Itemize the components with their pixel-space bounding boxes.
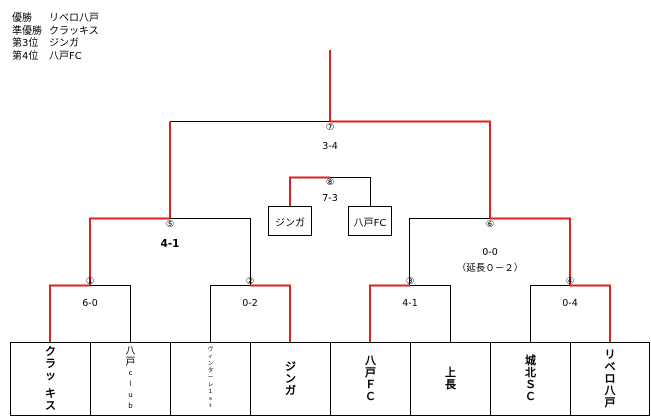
team-char: タ [207, 368, 214, 374]
team-char: 戸 [604, 395, 616, 409]
team-cell-johoku-sc: 城 北 Ｓ Ｃ [491, 342, 570, 415]
team-char: Ｆ [365, 377, 376, 391]
team-char: Ｃ [365, 389, 376, 403]
team-char: ク [45, 344, 56, 358]
match-2-score: 0-2 [242, 298, 258, 309]
standing-label: 第3位 [12, 38, 39, 49]
standing-team: ジンガ [49, 38, 79, 49]
match-6-score: 0-0 [482, 247, 498, 258]
match-6-note: （延長０－２） [456, 263, 524, 274]
match-5-number: ⑤ [165, 219, 175, 230]
bracket-winner-lines [49, 50, 611, 342]
team-char: ガ [285, 383, 296, 397]
team-char: 長 [445, 377, 456, 391]
team-char: l [129, 379, 132, 388]
team-char: 戸 [125, 356, 136, 368]
team-cell-hachinohe-fc: 八 戸 Ｆ Ｃ [331, 342, 410, 415]
third-place-left-label: ジンガ [275, 217, 305, 229]
team-char: リ [604, 347, 616, 361]
match-7-score: 3-4 [322, 141, 338, 152]
team-char: u [128, 390, 133, 399]
match-1-score: 6-0 [82, 298, 98, 309]
standing-row: 第3位ジンガ [12, 38, 99, 51]
team-cell-clackis: ク ラ ッ キ ス [11, 342, 90, 415]
team-cell-jinga: ジ ン ガ [251, 342, 330, 415]
match-8-number: ⑧ [325, 177, 335, 188]
team-char: 北 [525, 365, 536, 379]
team-char: ベ [604, 359, 616, 373]
team-char: ィ [207, 354, 214, 360]
team-char: ン [207, 361, 214, 367]
team-char: 八 [365, 353, 376, 367]
match-3-number: ③ [405, 276, 415, 287]
team-cell-libero-hachinohe: リ ベ ロ 八 戸 [571, 342, 649, 415]
match-6-number: ⑥ [485, 219, 495, 230]
match-5-score: 4-1 [160, 238, 180, 250]
match-3-score: 4-1 [402, 298, 418, 309]
team-char: ン [285, 371, 296, 385]
team-char: 上 [445, 365, 456, 379]
team-cell-vinterre: ヴ ィ ン タ ー レ 1 s t [171, 342, 250, 415]
team-char: ッ [45, 368, 56, 382]
team-char: b [128, 401, 133, 410]
standing-label: 優勝 [12, 13, 32, 24]
team-char: ラ [45, 356, 56, 370]
standing-row: 第4位八戸FC [12, 51, 99, 64]
match-4-number: ④ [565, 276, 575, 287]
team-char: レ [207, 382, 214, 388]
match-7-number: ⑦ [325, 122, 335, 133]
team-char: 1 [208, 389, 213, 395]
team-char: s [209, 396, 212, 402]
team-char: Ｃ [525, 389, 536, 403]
match-2-number: ② [245, 276, 255, 287]
team-char: Ｓ [525, 377, 536, 391]
third-place-right-label: 八戸FC [353, 217, 387, 229]
team-char: 城 [525, 353, 536, 367]
match-4-score: 0-4 [562, 298, 578, 309]
standing-label: 第4位 [12, 50, 39, 62]
standing-label: 準優勝 [12, 25, 42, 37]
match-1-number: ① [85, 276, 95, 287]
team-char: ス [45, 398, 56, 412]
team-char: t [209, 403, 212, 409]
team-char: ロ [604, 371, 616, 385]
match-8-score: 7-3 [322, 193, 338, 204]
team-cell-hachinohe-club: 八 戸 c l u b [91, 342, 170, 415]
team-char: 八 [604, 383, 616, 397]
standing-team: 八戸FC [49, 50, 82, 62]
standing-row: 優勝 リベロ八戸 [12, 13, 99, 26]
team-char: 戸 [365, 365, 376, 379]
team-char: c [128, 368, 133, 377]
standing-row: 準優勝クラッキス [12, 26, 99, 39]
third-place-team-right: 八戸FC [348, 206, 392, 236]
team-char: ー [207, 375, 214, 381]
team-char: ジ [285, 359, 296, 373]
standing-team: クラッキス [49, 25, 99, 37]
third-place-team-left: ジンガ [268, 206, 312, 236]
team-cell-kaminaga: 上 長 [411, 342, 490, 415]
final-standings: 優勝 リベロ八戸 準優勝クラッキス 第3位ジンガ 第4位八戸FC [12, 13, 99, 63]
standing-team: リベロ八戸 [49, 13, 99, 24]
team-char: ヴ [207, 347, 214, 353]
team-char: 八 [125, 345, 136, 357]
team-char: キ [45, 386, 56, 400]
